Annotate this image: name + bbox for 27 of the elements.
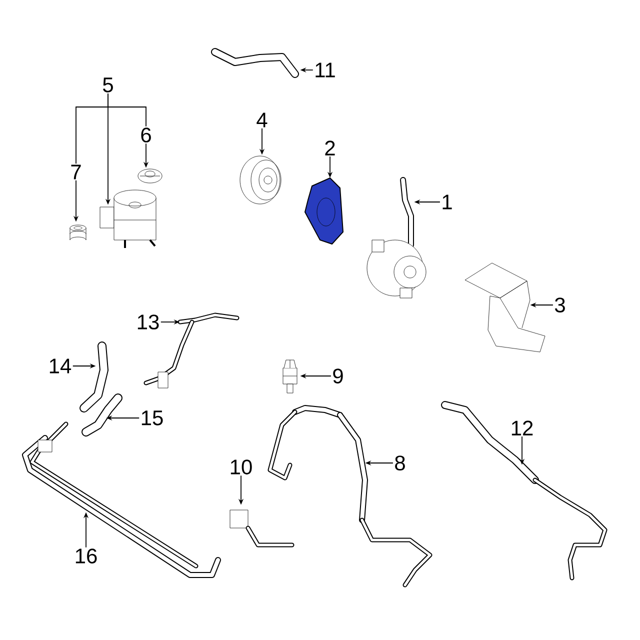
callout-number: 14 [50,358,72,374]
callout-number: 3 [554,298,565,312]
reservoir-drawing [100,190,156,248]
callout-number: 1 [442,194,452,210]
cap-drawing [138,168,162,184]
hose-drawing [268,405,432,588]
callout-number: 13 [138,314,159,330]
switch-drawing [282,360,298,394]
pipe-drawing [230,510,294,548]
grommet-drawing [70,224,86,240]
callout-number: 2 [325,140,335,156]
hose-drawing [211,48,299,78]
hose-drawing [82,394,122,436]
mount-drawing [464,262,546,352]
hose-drawing [441,401,608,580]
callout-number: 6 [141,128,151,142]
callout-number: 9 [333,368,343,384]
callout-number: 5 [103,78,113,92]
hose-drawing [80,342,108,412]
callout-number: 7 [71,164,81,180]
bracket-drawing [304,177,344,245]
callout-number: 10 [230,460,252,474]
callout-number: 11 [316,62,335,78]
callout-number: 15 [142,410,163,426]
pulley-drawing [240,156,282,204]
pump-drawing [366,177,426,298]
callout-number: 4 [256,112,268,128]
